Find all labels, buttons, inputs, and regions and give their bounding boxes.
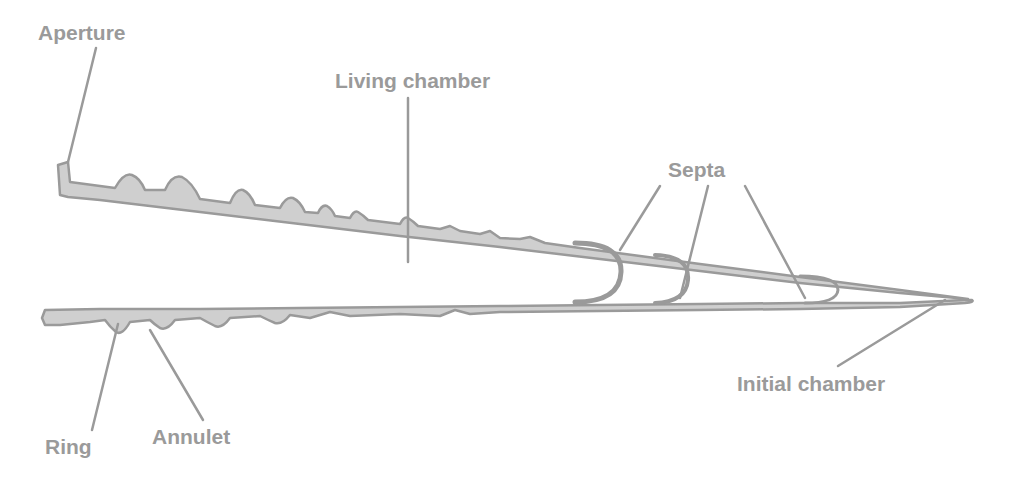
part-label: Ring (45, 434, 92, 459)
part-label: Aperture (38, 20, 126, 45)
lower-shell-wall (42, 300, 973, 333)
part-label: Initial chamber (737, 371, 885, 396)
part-label: Septa (668, 157, 725, 182)
part-label: Annulet (152, 424, 230, 449)
part-label: Living chamber (335, 68, 490, 93)
leader-lines (68, 48, 945, 430)
septa-drawing (575, 243, 838, 303)
upper-shell-wall (58, 162, 968, 299)
